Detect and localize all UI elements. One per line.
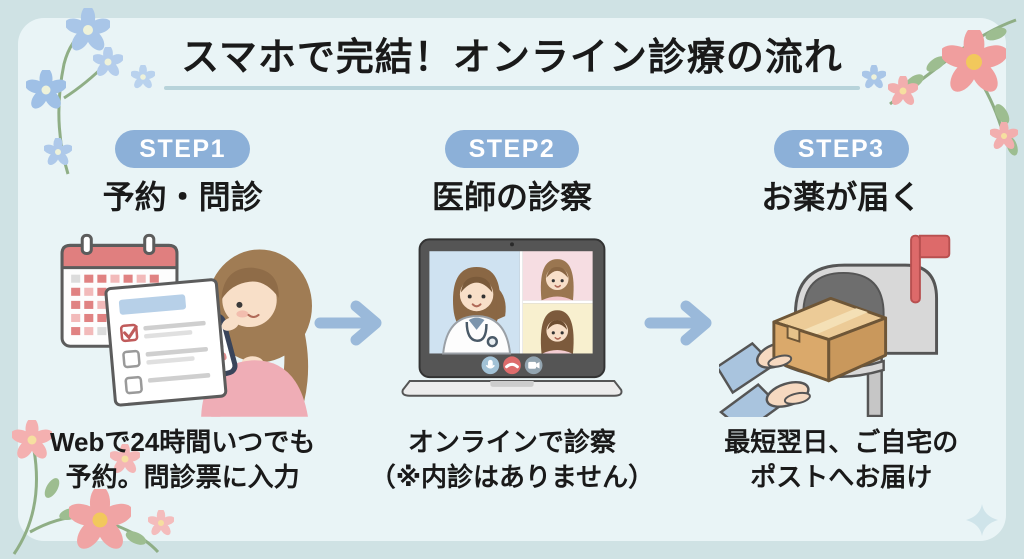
step-3-heading: お薬が届く <box>761 179 922 215</box>
step-2-badge: STEP2 <box>444 130 580 168</box>
step-1-caption-line2: 予約。問診票に入力 <box>65 462 300 492</box>
arrow-right-icon <box>644 300 712 346</box>
doctor-video-panel <box>429 251 520 355</box>
mailbox-flag-icon <box>909 234 951 304</box>
step-1-caption: Webで24時間いつでも 予約。問診票に入力 <box>50 425 315 495</box>
step-1-caption-line1: Webで24時間いつでも <box>49 427 316 457</box>
step-3-caption: 最短翌日、ご自宅の ポストへお届け <box>724 425 958 495</box>
step-2-caption-line1: オンラインで診察 <box>407 427 616 457</box>
mic-button-icon <box>481 356 500 375</box>
camera-button-icon <box>524 356 543 375</box>
step-3-caption-line2: ポストへお届け <box>750 462 933 492</box>
step-1-badge: STEP1 <box>115 130 250 168</box>
step-3-illustration <box>718 221 964 421</box>
step-2: STEP2 医師の診察 <box>347 130 676 495</box>
step-1: STEP1 予約・問診 <box>18 130 347 495</box>
step-1-heading: 予約・問診 <box>102 179 263 215</box>
mailbox-package-illustration <box>718 234 951 417</box>
patient-video-panel-bottom <box>522 303 593 354</box>
step-2-caption-line2: （※内診はありません） <box>369 462 655 492</box>
patient-video-panel-top <box>522 251 593 301</box>
laptop-icon <box>401 238 623 397</box>
step-2-heading: 医師の診察 <box>431 179 592 215</box>
questionnaire-form <box>104 278 227 407</box>
title-underline <box>164 86 860 90</box>
step-1-illustration <box>52 221 314 421</box>
calendar-smartphone-woman-illustration <box>60 233 312 417</box>
steps-row: STEP1 予約・問診 <box>18 130 1006 495</box>
package-box-icon <box>767 296 887 405</box>
laptop-video-call-illustration <box>401 238 623 397</box>
page-title: スマホで完結！オンライン診療の流れ <box>181 37 843 79</box>
step-3: STEP3 お薬が届く <box>677 130 1006 495</box>
arrow-right-icon <box>314 300 382 346</box>
step-2-illustration <box>394 221 630 421</box>
end-call-button-icon <box>503 356 521 375</box>
step-3-badge: STEP3 <box>773 130 909 168</box>
step-3-caption-line1: 最短翌日、ご自宅の <box>724 427 959 457</box>
step-2-caption: オンラインで診察 （※内診はありません） <box>370 425 655 495</box>
